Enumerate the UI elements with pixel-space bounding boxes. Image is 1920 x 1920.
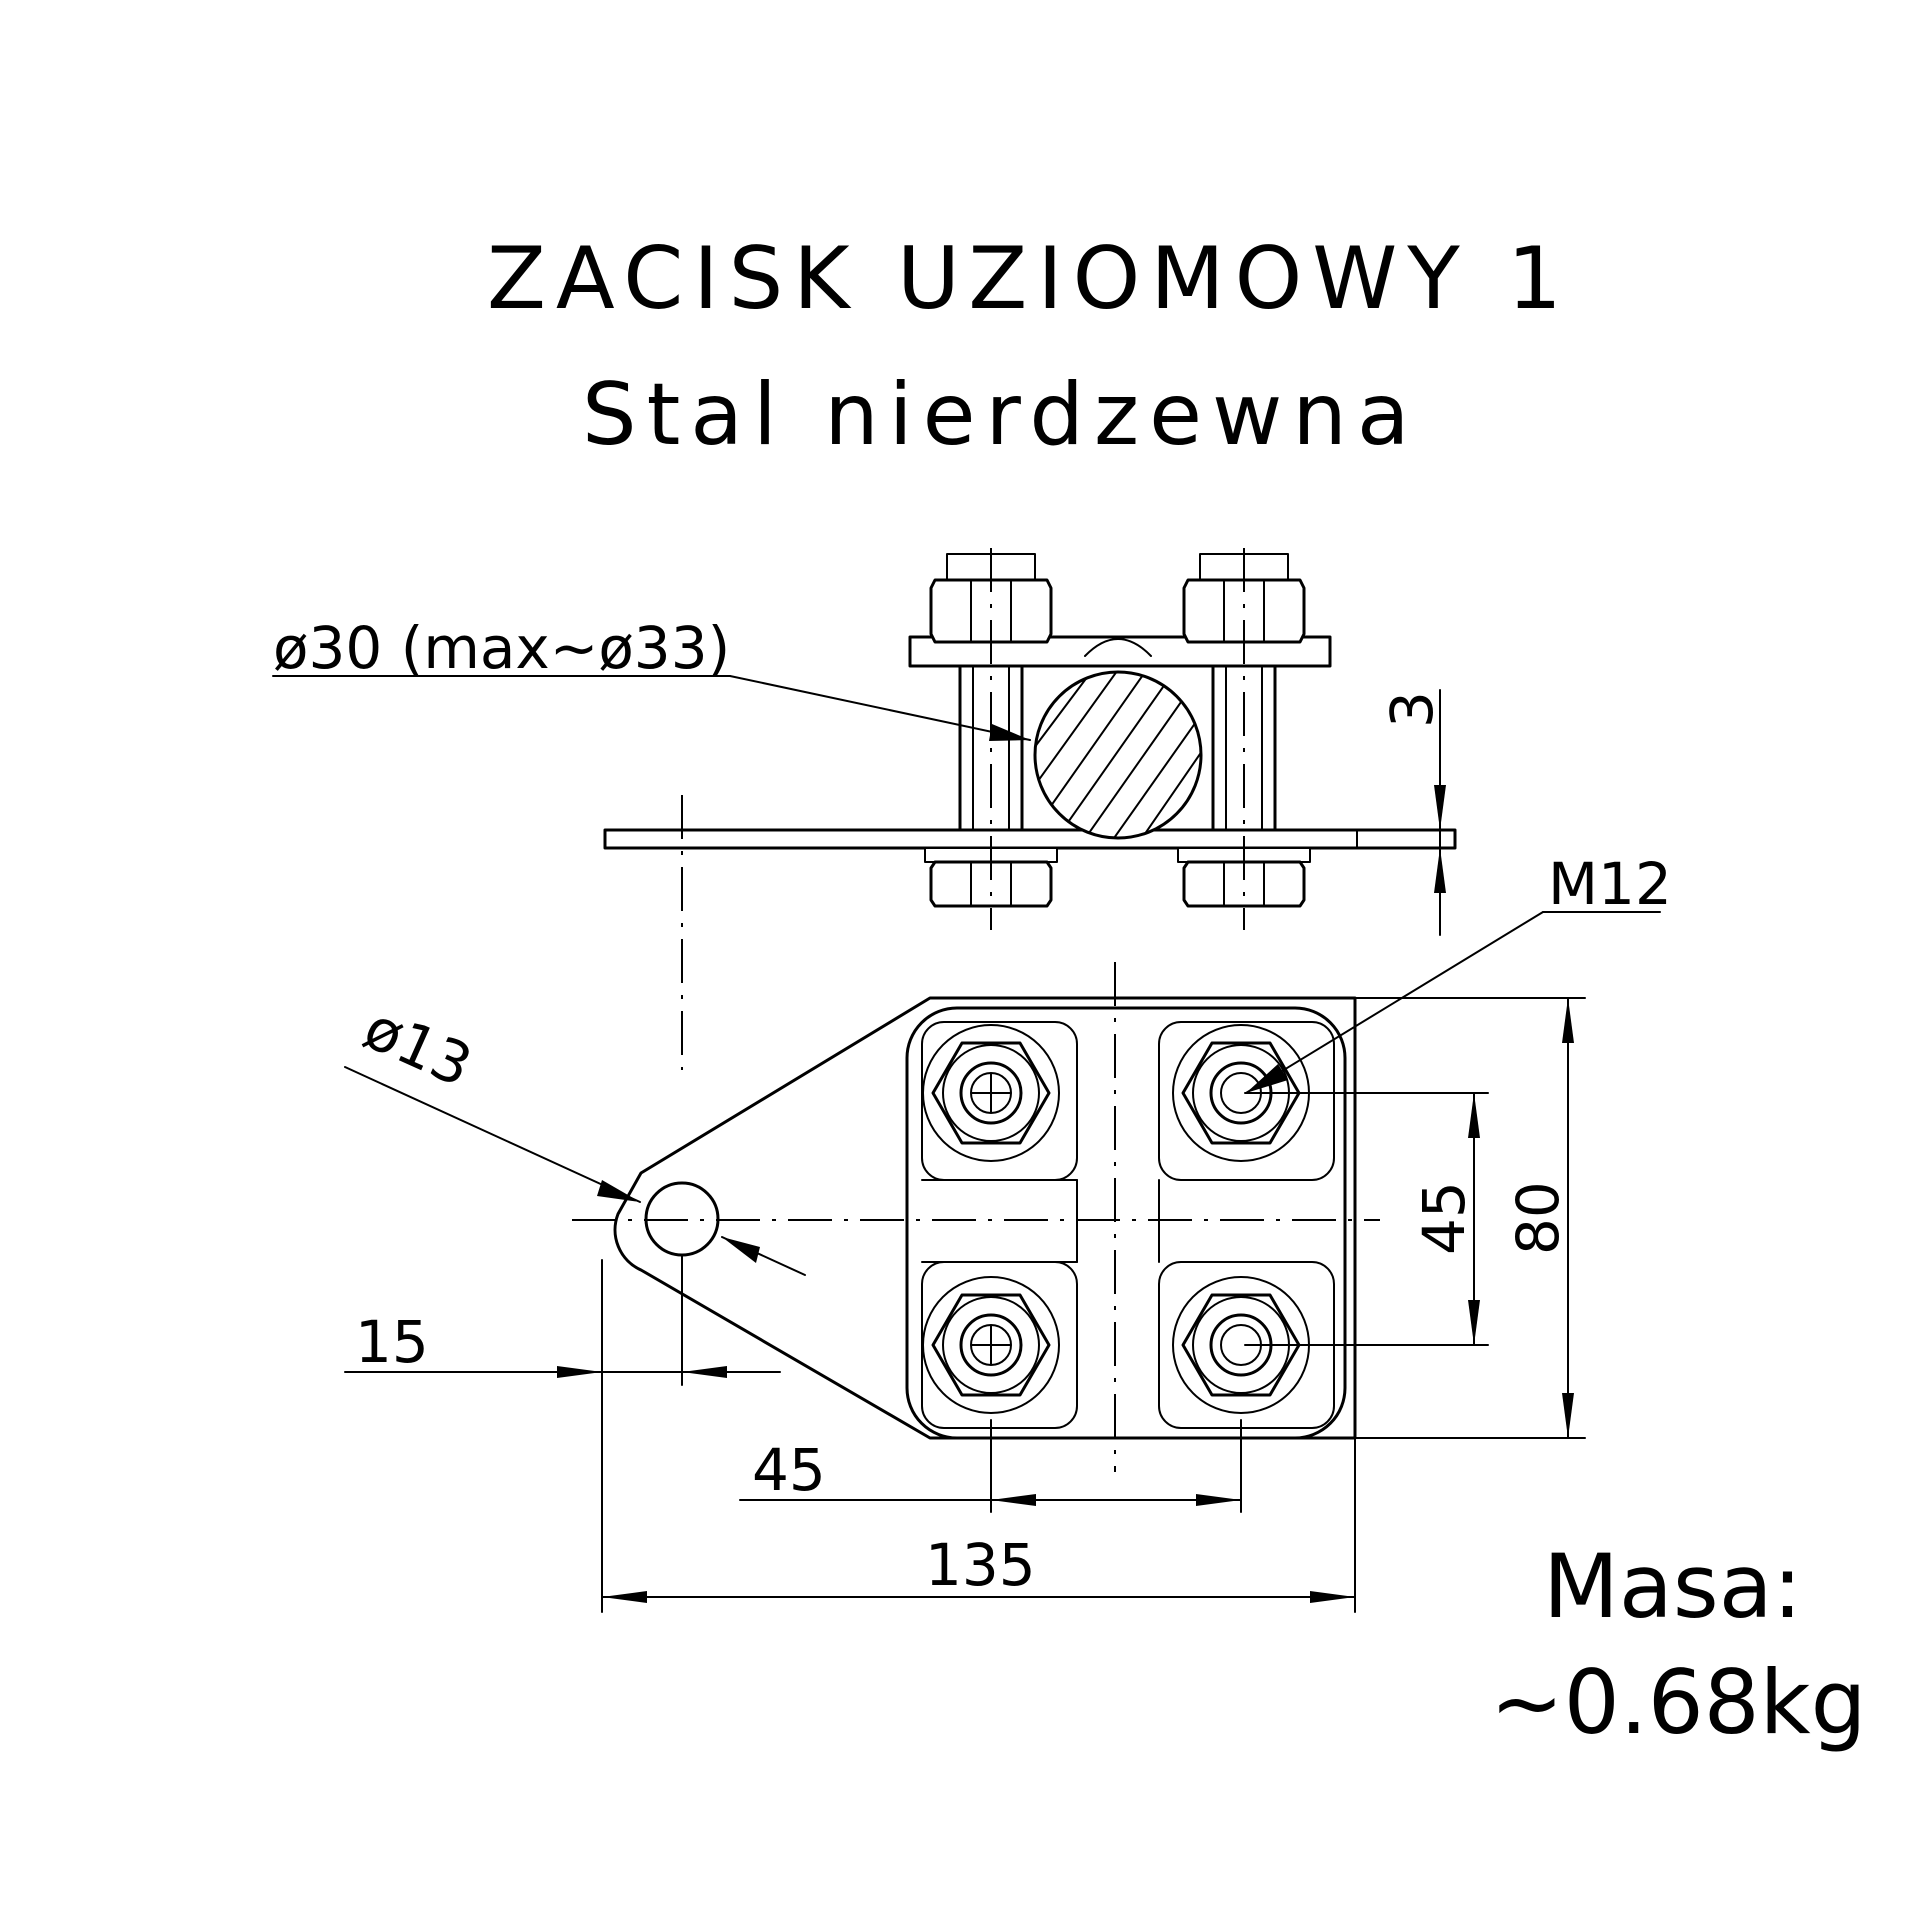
clamp-plate-plan: [905, 1006, 1347, 1440]
side-view: [603, 548, 1457, 1070]
base-plate-side: [603, 828, 1457, 850]
plan-view: [572, 962, 1380, 1513]
thickness-label: 3: [1378, 691, 1446, 728]
vertical-spacing-label: 45: [1410, 1181, 1478, 1255]
base-plate-plan: [613, 996, 1357, 1440]
mass-label: Masa:: [1543, 1535, 1802, 1638]
height-label: 80: [1504, 1181, 1572, 1255]
title-line-2: Stal nierdzewna: [582, 365, 1420, 465]
mass-value: ~0.68kg: [1490, 1651, 1867, 1754]
rod-diameter-label: ø30 (max~ø33): [273, 614, 730, 682]
title-line-1: ZACISK UZIOMOWY 1: [487, 229, 1572, 329]
dimension-lines: [272, 675, 1661, 1613]
length-label: 135: [925, 1531, 1036, 1599]
hole-diameter-label: ø13: [354, 994, 482, 1101]
horizontal-spacing-label: 45: [752, 1436, 826, 1504]
thread-label: M12: [1548, 850, 1672, 918]
edge-offset-label: 15: [355, 1308, 429, 1376]
